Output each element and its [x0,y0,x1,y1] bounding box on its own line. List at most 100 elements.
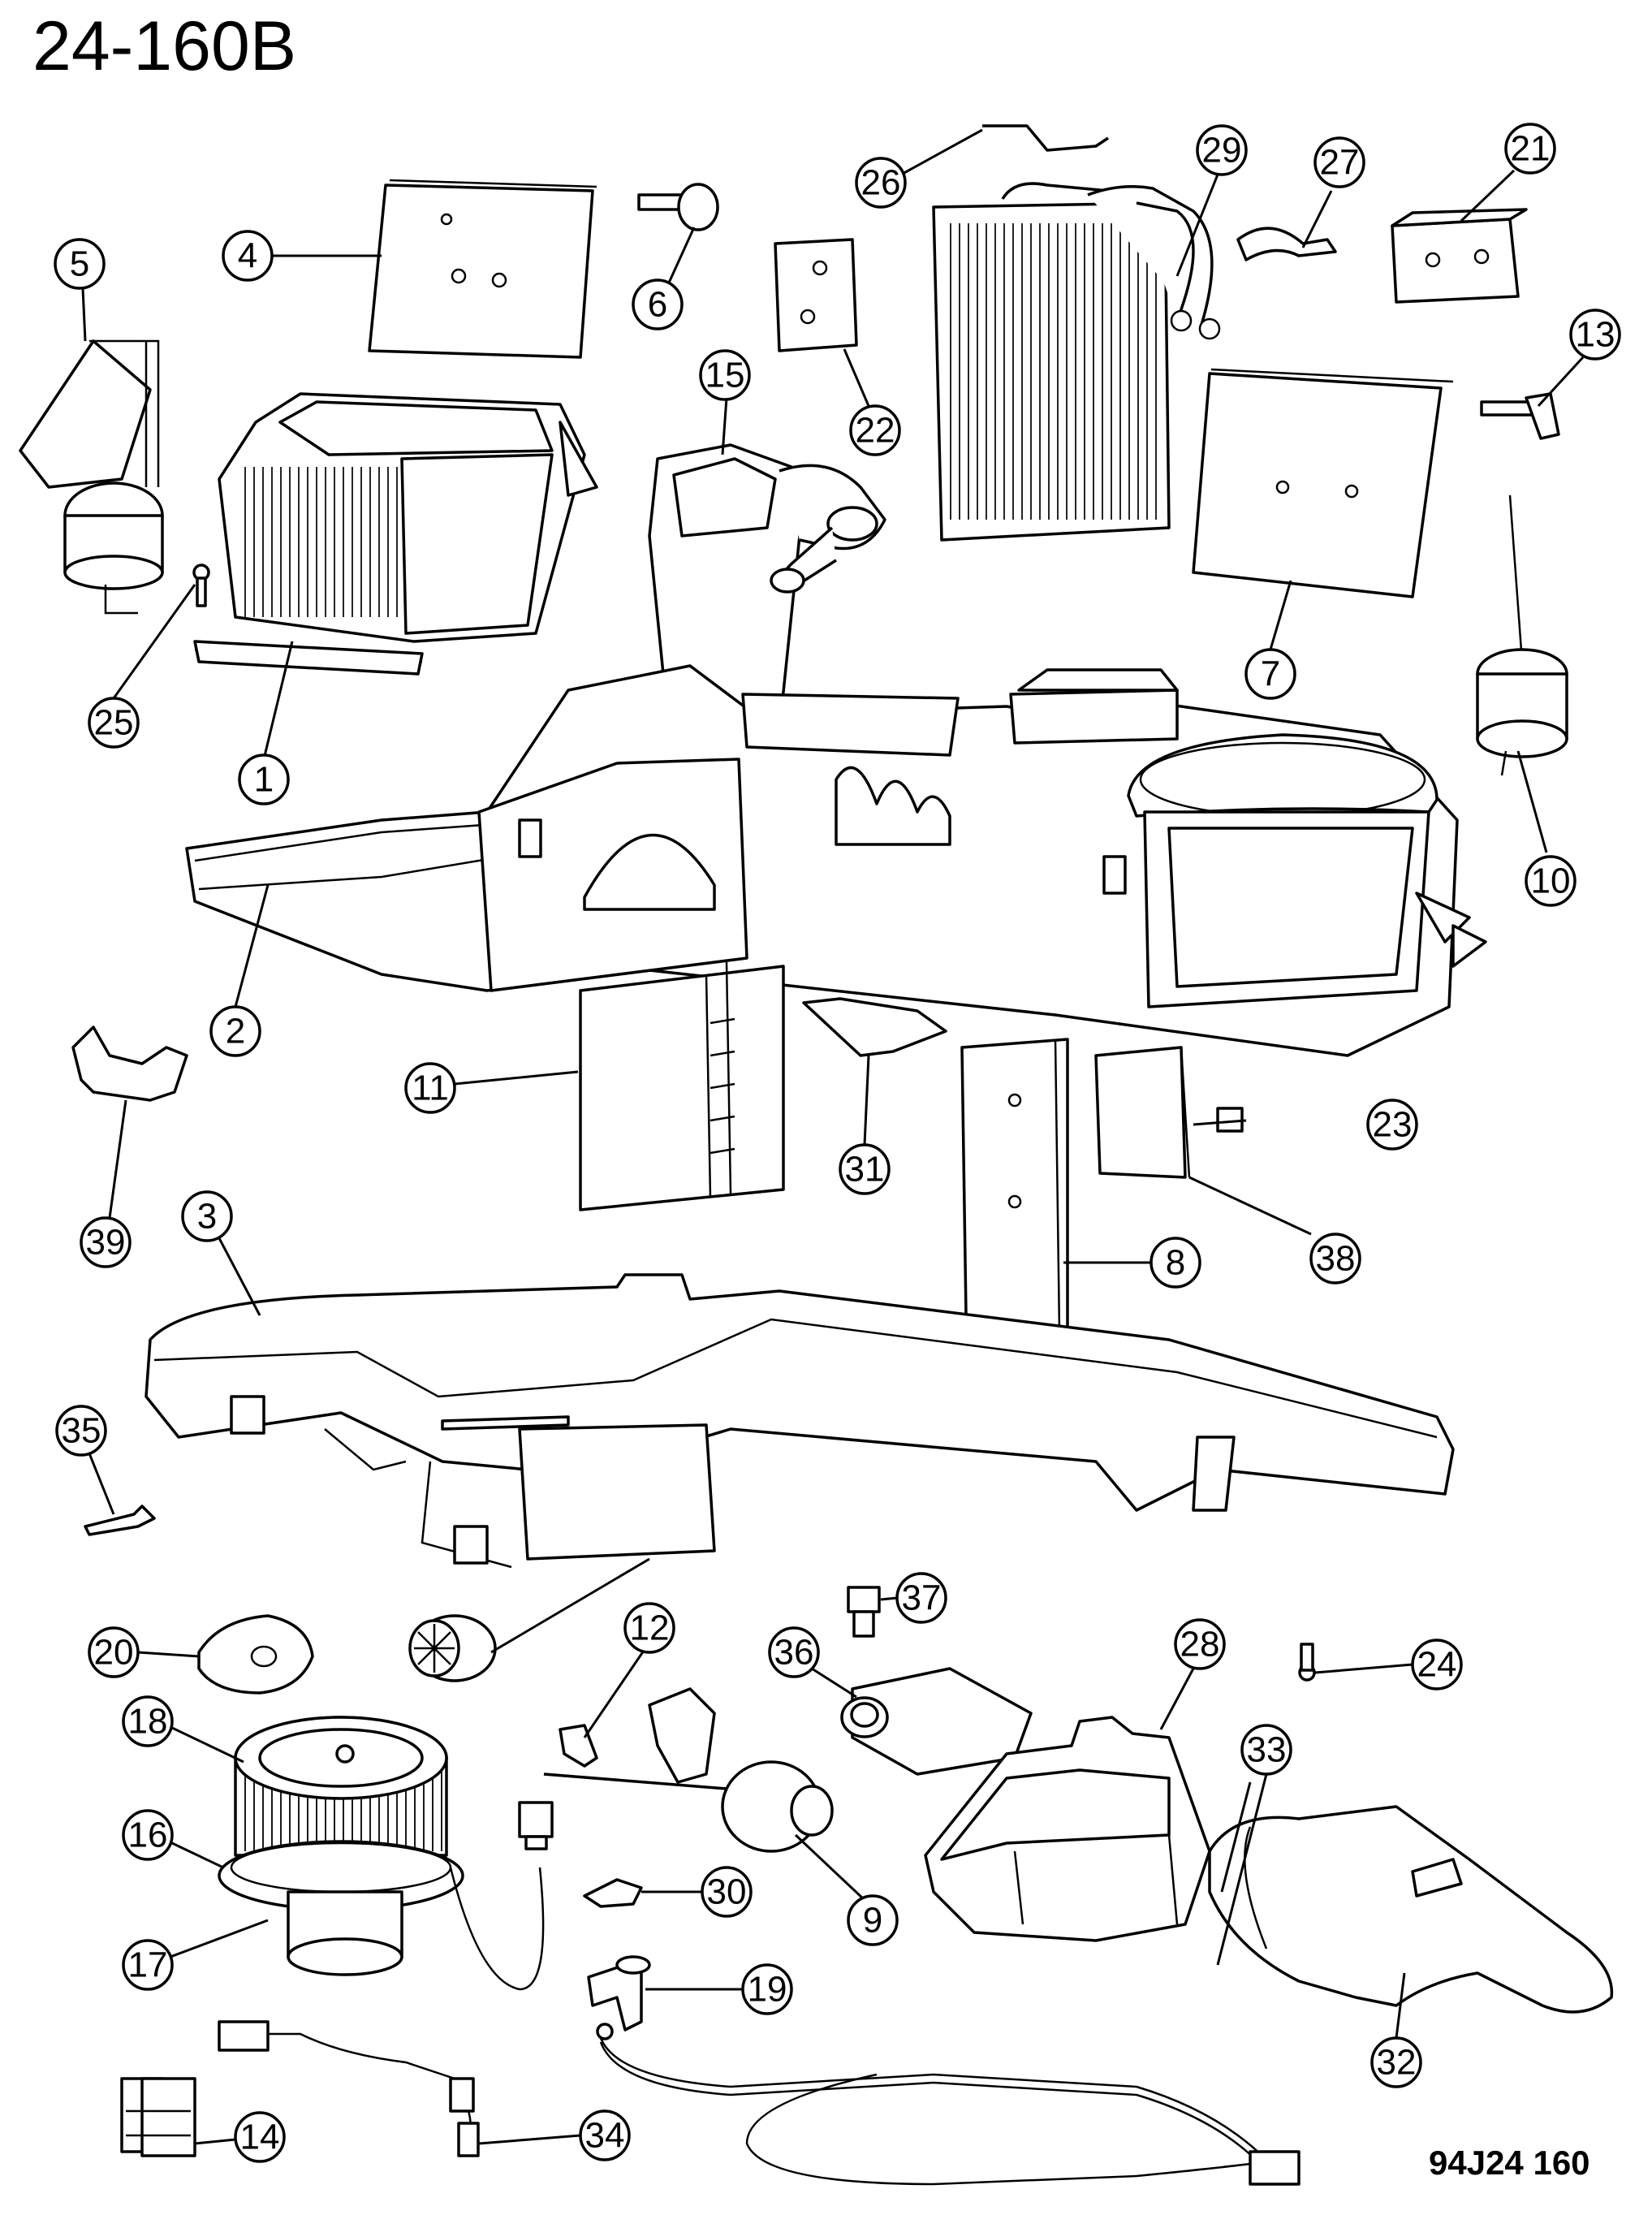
blower-inlet [408,1614,497,1682]
part-8-door-panel [960,1038,1069,1333]
callout-16: 16 [122,1809,174,1861]
svg-text:10: 10 [1531,861,1571,901]
part-6-bolt [637,183,719,231]
callout-2: 2 [209,1005,261,1057]
part-23-clip [1216,1107,1244,1133]
part-5-actuator-bracket [19,339,164,615]
callout-29: 29 [1196,124,1248,176]
part-37-screw [847,1586,881,1638]
svg-text:8: 8 [1166,1243,1185,1283]
part-1-evaporator [193,392,598,676]
part-3-lower-housing [144,1273,1455,1569]
callout-37: 37 [895,1572,947,1624]
part-11-blend-door [579,961,785,1211]
part-21-pad [1391,208,1528,304]
svg-text:27: 27 [1320,143,1360,183]
callout-38: 38 [1309,1233,1361,1285]
part-7-cover-plate [1192,368,1454,598]
callout-33: 33 [1240,1724,1292,1776]
callout-6: 6 [632,278,684,330]
callout-8: 8 [1149,1237,1201,1289]
svg-text:20: 20 [94,1633,134,1673]
part-12-clip [559,1724,598,1768]
svg-text:21: 21 [1511,129,1551,169]
part-20-seal-ring [197,1614,314,1695]
svg-text:26: 26 [861,163,901,203]
callout-32: 32 [1370,2036,1422,2088]
callout-23: 23 [1366,1099,1418,1151]
callout-25: 25 [88,697,140,749]
part-32-air-duct [1208,1805,1614,2014]
svg-text:3: 3 [197,1197,217,1237]
svg-text:39: 39 [86,1223,126,1263]
callout-1: 1 [238,753,290,805]
svg-text:34: 34 [585,2116,625,2156]
callout-22: 22 [849,404,901,456]
svg-text:2: 2 [226,1012,245,1051]
svg-text:31: 31 [845,1150,885,1190]
part-31-bracket [802,997,947,1057]
blower-connector [518,1801,554,1850]
svg-text:24: 24 [1417,1645,1457,1685]
svg-text:5: 5 [70,244,89,284]
svg-text:33: 33 [1247,1730,1287,1770]
callout-5: 5 [54,238,106,290]
callout-14: 14 [234,2111,286,2163]
svg-text:9: 9 [863,1901,882,1941]
part-25-screw [192,563,210,607]
part-29-heater-core [932,182,1221,542]
svg-text:35: 35 [62,1411,101,1451]
callout-13: 13 [1569,309,1621,361]
callout-11: 11 [404,1062,456,1114]
part-35-screw [84,1505,156,1536]
part-9-vacuum-actuator [543,1687,834,1853]
callout-20: 20 [88,1626,140,1678]
svg-text:37: 37 [902,1578,942,1618]
svg-text:30: 30 [707,1872,747,1912]
part-14-connector [120,2077,196,2157]
part-18-blower-wheel [234,1716,448,1857]
callout-35: 35 [55,1405,107,1457]
part-39-seal [71,1025,188,1102]
part-30-clip [583,1878,643,1908]
callout-7: 7 [1244,648,1296,700]
callout-19: 19 [741,1963,793,2015]
svg-text:13: 13 [1576,315,1615,355]
callout-21: 21 [1504,123,1556,175]
svg-text:1: 1 [254,760,274,800]
callout-17: 17 [122,1939,174,1991]
part-13-sensor [1480,392,1560,440]
svg-text:36: 36 [774,1633,814,1673]
part-17-blower-motor [287,1867,545,1991]
part-24-screw [1298,1643,1316,1682]
callout-15: 15 [699,349,751,401]
part-27-clamp [1236,227,1337,261]
callout-9: 9 [847,1894,899,1946]
svg-text:23: 23 [1373,1105,1413,1145]
callout-18: 18 [122,1695,174,1747]
svg-text:15: 15 [705,356,745,395]
callout-24: 24 [1411,1639,1463,1690]
callout-4: 4 [222,230,274,282]
diagram-id: 24-160B [32,7,296,85]
svg-text:28: 28 [1180,1625,1220,1664]
part-33-vacuum-harness [596,2023,1300,2186]
callout-30: 30 [701,1866,753,1918]
callout-34: 34 [579,2109,631,2161]
callout-39: 39 [80,1216,132,1268]
callout-3: 3 [181,1190,233,1242]
callout-28: 28 [1174,1618,1226,1670]
callout-12: 12 [623,1602,675,1654]
callout-10: 10 [1525,855,1577,907]
svg-text:38: 38 [1316,1239,1356,1279]
svg-text:25: 25 [94,703,134,743]
svg-text:7: 7 [1261,654,1280,694]
part-38-door-panel [1094,1046,1191,1179]
part-34-harness [218,2020,480,2157]
svg-text:18: 18 [128,1702,168,1742]
part-28-duct [924,1716,1211,1942]
svg-text:22: 22 [856,411,895,451]
callout-27: 27 [1313,136,1365,188]
svg-text:29: 29 [1202,131,1242,171]
